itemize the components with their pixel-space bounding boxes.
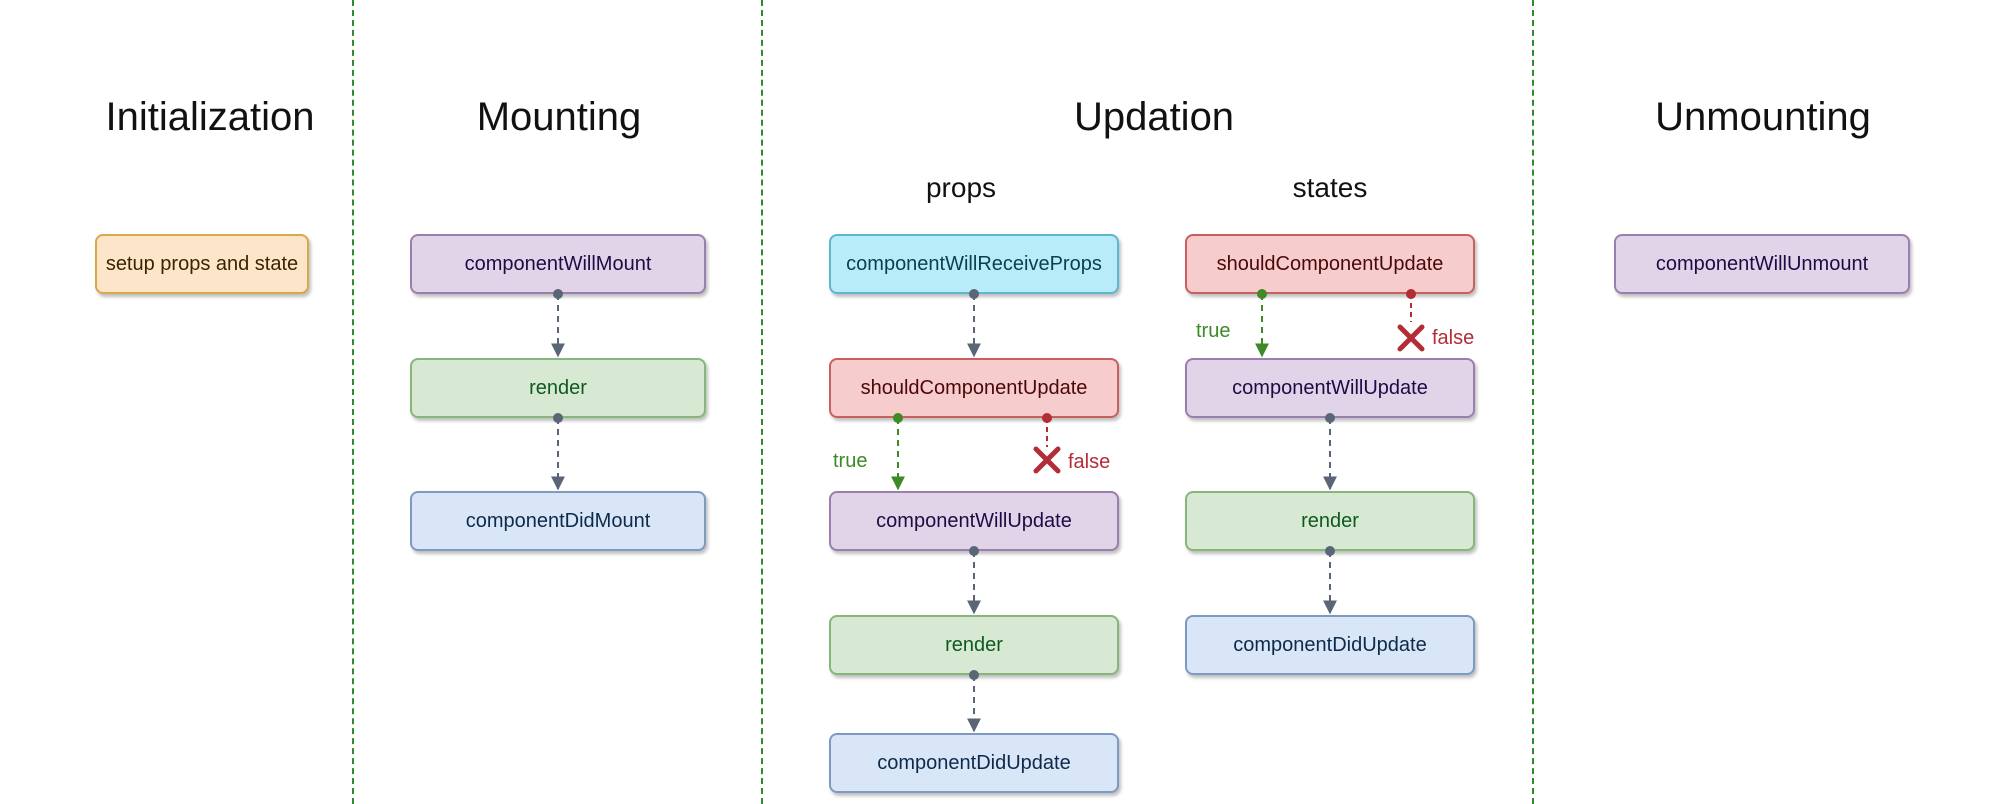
phase-title-mounting: Mounting — [476, 95, 642, 139]
arrow-states-should-false — [1406, 289, 1416, 322]
arrow-props-will-update-to-render — [967, 546, 981, 615]
arrow-props-receive-to-should — [967, 289, 981, 358]
props-false-label: false — [1068, 451, 1111, 473]
arrow-props-render-to-did-update — [967, 670, 981, 733]
setup-props-and-state-node: setup props and state — [95, 234, 309, 294]
component-did-mount-node: componentDidMount — [410, 491, 706, 551]
props-should-component-update-node: shouldComponentUpdate — [829, 358, 1119, 418]
false-cross-icon — [1033, 446, 1061, 474]
states-false-label: false — [1432, 327, 1475, 349]
arrow-states-render-to-did-update — [1323, 546, 1337, 615]
phase-divider-3 — [1532, 0, 1534, 804]
component-will-unmount-node: componentWillUnmount — [1614, 234, 1910, 294]
phase-divider-2 — [761, 0, 763, 804]
states-component-did-update-node: componentDidUpdate — [1185, 615, 1475, 675]
false-cross-icon — [1397, 324, 1425, 352]
props-true-label: true — [833, 450, 868, 472]
arrow-states-will-update-to-render — [1323, 413, 1337, 491]
arrow-mount-will-to-render — [551, 289, 565, 358]
states-true-label: true — [1196, 320, 1231, 342]
branch-title-props: props — [925, 172, 997, 203]
arrow-mount-render-to-did-mount — [551, 413, 565, 491]
states-should-component-update-node: shouldComponentUpdate — [1185, 234, 1475, 294]
phase-title-updation: Updation — [1073, 95, 1235, 139]
props-component-did-update-node: componentDidUpdate — [829, 733, 1119, 793]
phase-title-initialization: Initialization — [105, 95, 315, 139]
branch-title-states: states — [1292, 172, 1368, 203]
arrow-states-should-true — [1255, 289, 1269, 358]
arrow-props-should-false — [1042, 413, 1052, 447]
arrow-props-should-true — [891, 413, 905, 491]
props-component-will-update-node: componentWillUpdate — [829, 491, 1119, 551]
phase-title-unmounting: Unmounting — [1655, 95, 1871, 139]
phase-divider-1 — [352, 0, 354, 804]
